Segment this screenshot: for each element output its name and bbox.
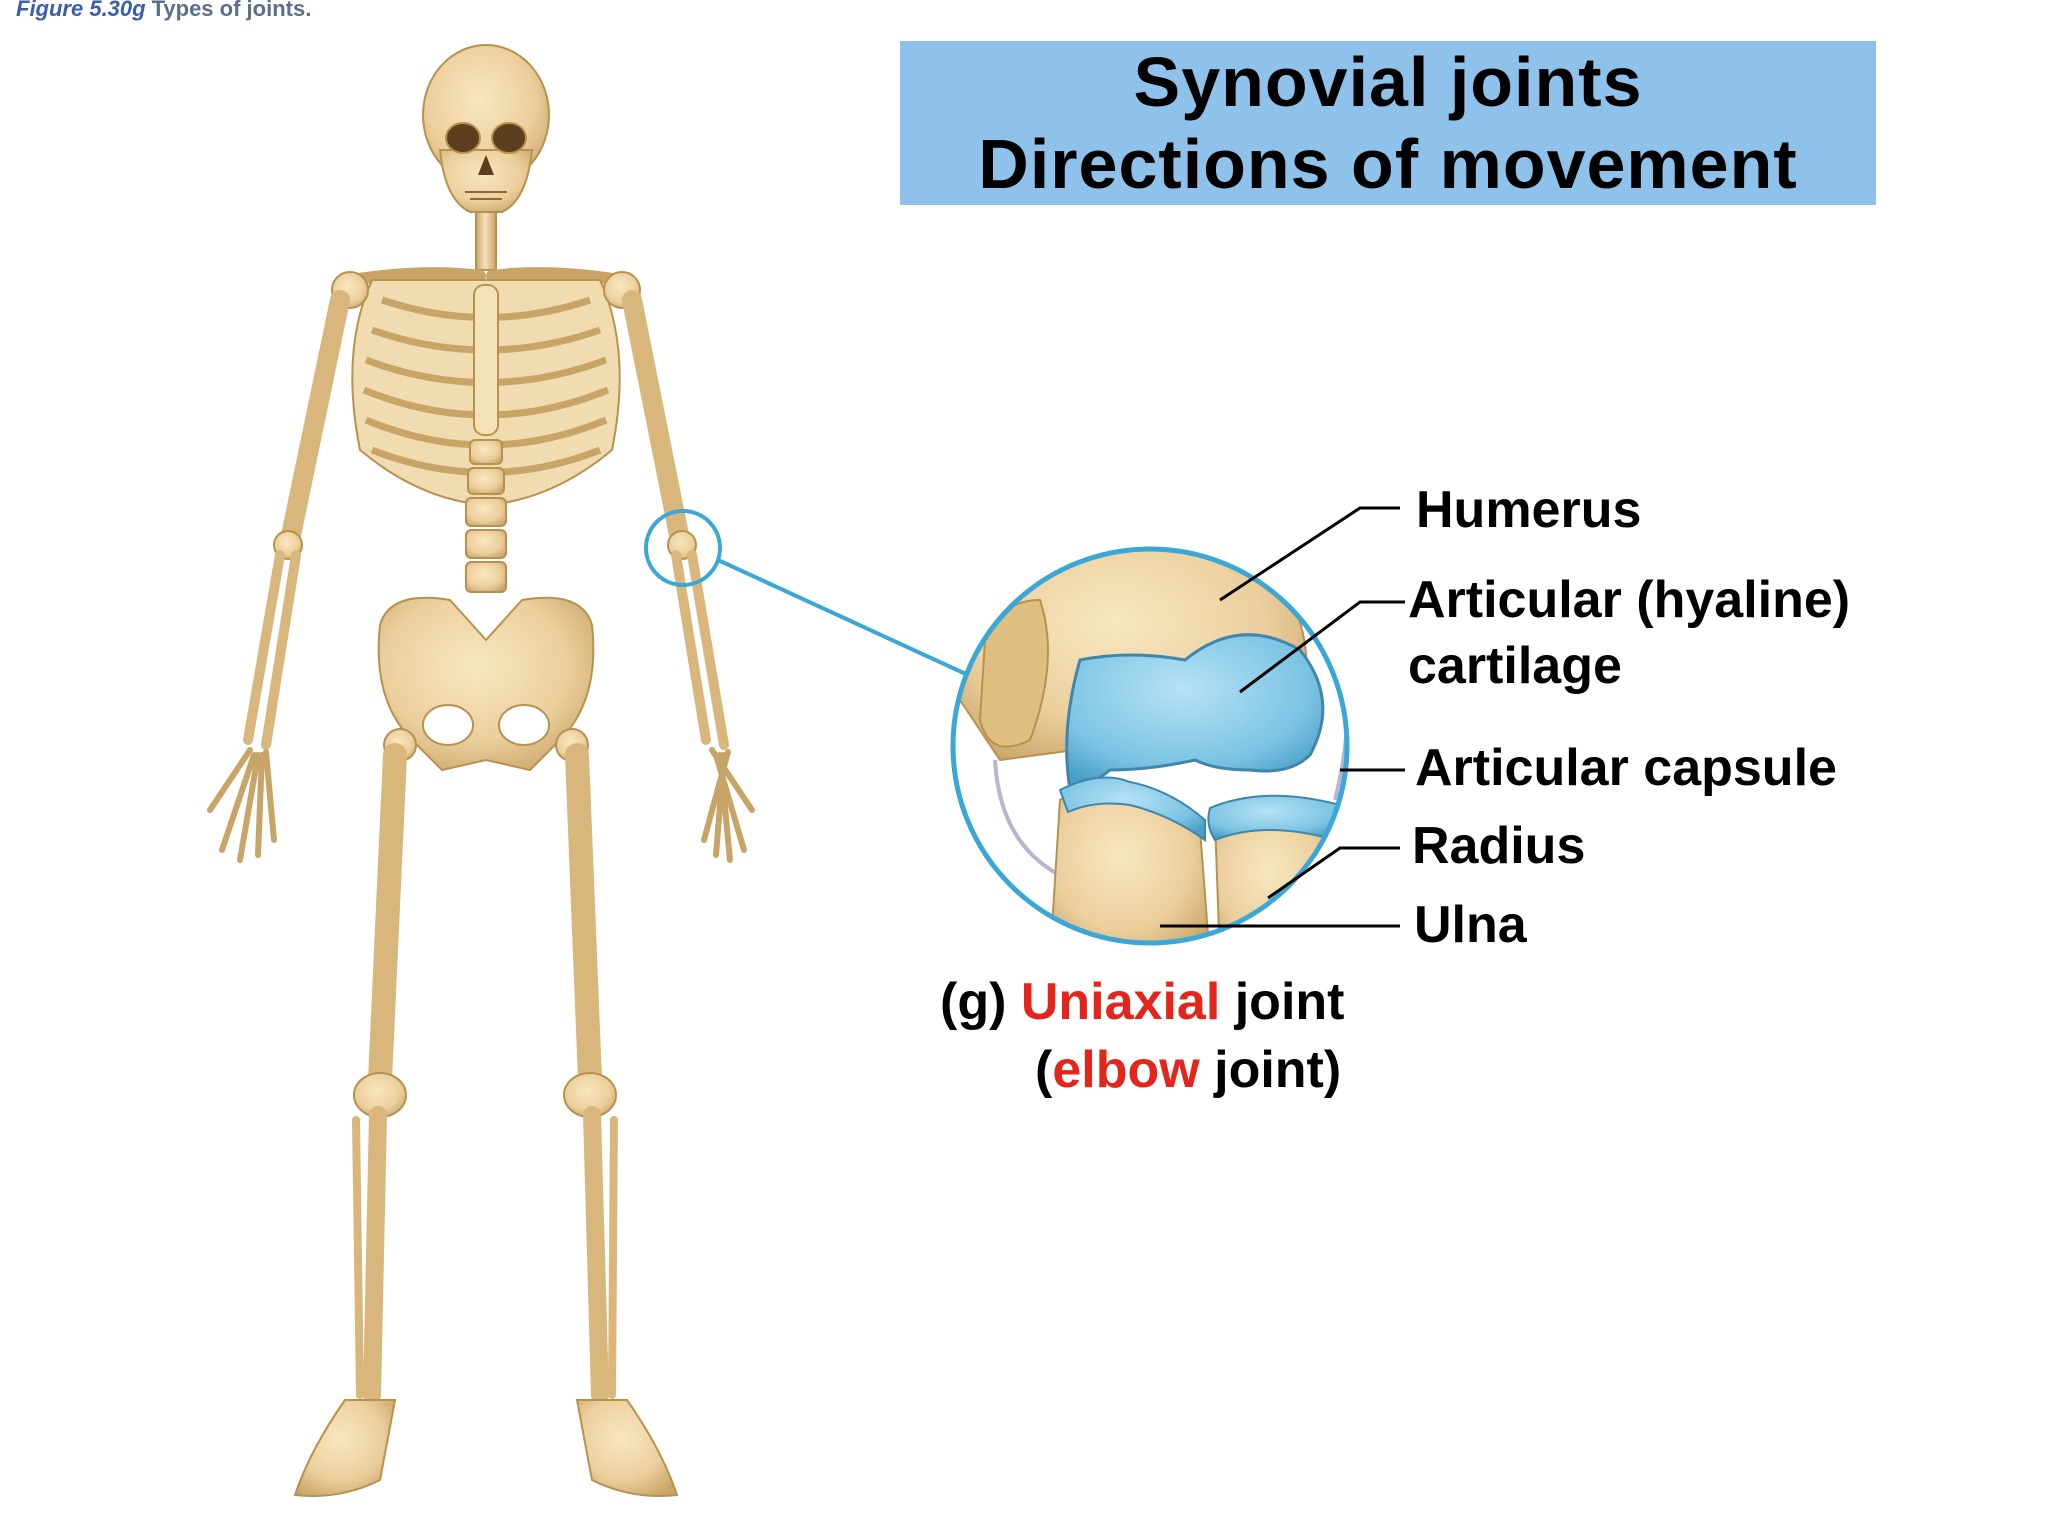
figure-title: Types of joints. bbox=[151, 0, 312, 21]
label-radius: Radius bbox=[1412, 817, 1586, 875]
caption-example-rest: joint) bbox=[1214, 1041, 1342, 1099]
label-leader-lines bbox=[1160, 506, 1405, 928]
joint-caption-line2: (elbow joint) bbox=[1035, 1040, 1341, 1100]
caption-joint-type: Uniaxial bbox=[1020, 973, 1221, 1031]
title-line-2: Directions of movement bbox=[978, 125, 1798, 203]
zoom-connector-line bbox=[717, 558, 969, 677]
label-humerus: Humerus bbox=[1416, 481, 1642, 539]
skeleton bbox=[207, 44, 755, 1497]
elbow-highlight-circle bbox=[644, 509, 722, 587]
caption-example: elbow bbox=[1052, 1041, 1200, 1099]
elbow-zoom bbox=[950, 546, 1350, 946]
figure-number: Figure 5.30g bbox=[16, 0, 146, 21]
label-ulna: Ulna bbox=[1414, 896, 1527, 954]
caption-open-paren: ( bbox=[1035, 1041, 1053, 1099]
label-articular-cartilage-line1: Articular (hyaline) bbox=[1408, 571, 1851, 629]
title-line-1: Synovial joints bbox=[1133, 43, 1643, 121]
skull bbox=[422, 44, 550, 213]
label-articular-capsule: Articular capsule bbox=[1415, 739, 1837, 797]
joint-caption-line1: (g) Uniaxial joint bbox=[940, 972, 1344, 1032]
label-articular-cartilage-line2: cartilage bbox=[1408, 637, 1622, 695]
caption-joint-word: joint bbox=[1234, 973, 1345, 1031]
caption-letter: (g) bbox=[940, 973, 1007, 1031]
title-banner: Synovial joints Directions of movement bbox=[900, 41, 1876, 205]
